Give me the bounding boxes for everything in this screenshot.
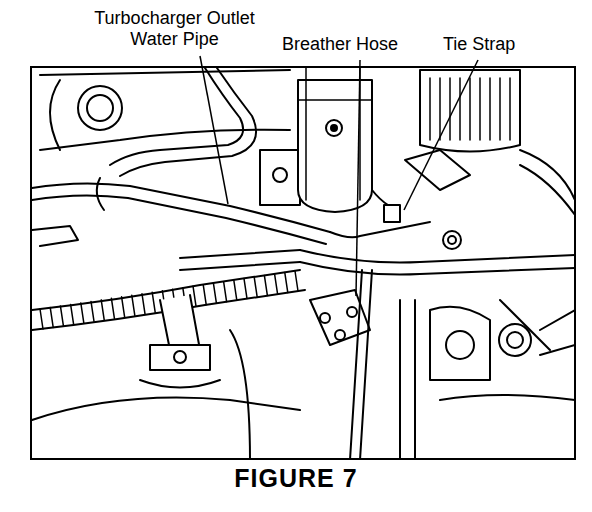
figure-caption: FIGURE 7 [0, 464, 592, 493]
part-label: Breather Hose [282, 34, 432, 55]
part-label: Turbocharger Outlet Water Pipe [72, 8, 277, 50]
figure-frame [31, 67, 575, 459]
part-label: Tie Strap [443, 34, 553, 55]
leader-lines [200, 56, 478, 296]
